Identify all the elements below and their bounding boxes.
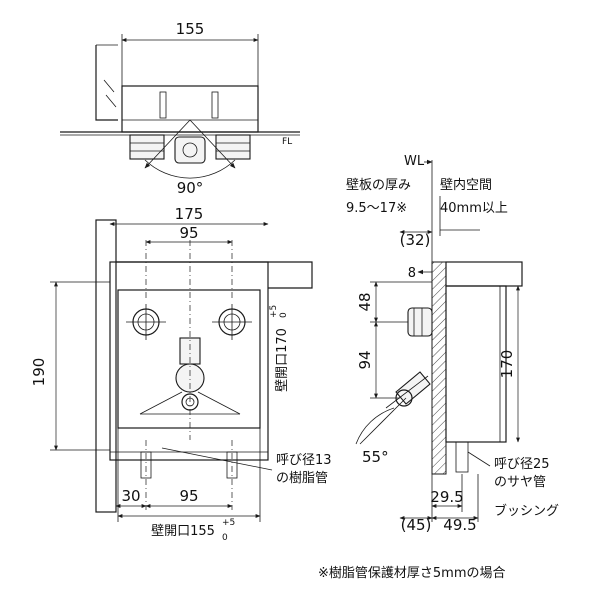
side-dim-45: (45) bbox=[401, 516, 432, 534]
top-box-outline bbox=[121, 85, 259, 133]
side-valve bbox=[407, 307, 433, 337]
wall-thickness-range: 9.5～17※ bbox=[346, 201, 407, 216]
opening-width-tol-upper: +5 bbox=[222, 518, 235, 528]
left-inlet-valve bbox=[126, 304, 166, 340]
callout-resin-pipe-line1: 呼び径13 bbox=[276, 453, 332, 468]
center-valve bbox=[174, 136, 206, 164]
callout-sleeve-line1: 呼び径25 bbox=[494, 457, 550, 472]
front-view: 175 95 190 bbox=[30, 205, 332, 543]
side-box bbox=[445, 285, 507, 443]
front-pitch-bottom: 95 bbox=[179, 487, 198, 505]
opening-height-tol-lower: 0 bbox=[279, 312, 289, 318]
bottom-left-offset: 30 bbox=[121, 487, 140, 505]
side-faucet bbox=[385, 371, 431, 409]
top-view: 155 90° FL bbox=[60, 20, 300, 197]
opening-height-tol-upper: +5 bbox=[269, 305, 279, 318]
side-angle-55: 55° bbox=[362, 448, 389, 466]
fl-mark: FL bbox=[282, 137, 292, 147]
callout-sleeve-line3: ブッシング bbox=[494, 503, 559, 519]
side-dim-8: 8 bbox=[408, 266, 416, 281]
callout-sleeve-line2: のサヤ管 bbox=[494, 475, 546, 490]
inner-space-value: 40mm以上 bbox=[440, 201, 508, 216]
side-dim-48: 48 bbox=[356, 292, 374, 311]
angle-90-label: 90° bbox=[177, 179, 204, 197]
side-view: WL 壁板の厚み 9.5～17※ 壁内空間 40mm以上 (32) 8 48 9… bbox=[346, 154, 559, 534]
callout-resin-pipe-line2: の樹脂管 bbox=[276, 471, 328, 486]
front-panel bbox=[117, 289, 261, 429]
front-height: 190 bbox=[30, 358, 48, 387]
footnote: ※樹脂管保護材厚さ5mmの場合 bbox=[318, 565, 506, 581]
side-dim-170: 170 bbox=[498, 350, 516, 379]
opening-width-tol-lower: 0 bbox=[222, 533, 228, 543]
side-dim-29-5: 29.5 bbox=[430, 488, 463, 506]
left-fitting bbox=[129, 134, 165, 160]
right-fitting bbox=[215, 134, 251, 160]
rotation-arc bbox=[144, 159, 236, 179]
opening-width: 壁開口155 bbox=[151, 524, 215, 539]
side-dim-32: (32) bbox=[400, 231, 431, 249]
inner-space-label: 壁内空間 bbox=[440, 177, 492, 193]
right-inlet-valve bbox=[212, 304, 252, 340]
wl-label: WL bbox=[404, 154, 425, 169]
side-dim-49-5: 49.5 bbox=[443, 516, 476, 534]
side-dim-94: 94 bbox=[356, 350, 374, 369]
front-overall-width: 175 bbox=[175, 205, 204, 223]
side-wall-board bbox=[431, 261, 447, 475]
wall-thickness-label: 壁板の厚み bbox=[346, 178, 411, 193]
top-width-dim: 155 bbox=[176, 20, 205, 38]
front-pitch-top: 95 bbox=[179, 224, 198, 242]
opening-height: 壁開口170 bbox=[275, 328, 290, 392]
